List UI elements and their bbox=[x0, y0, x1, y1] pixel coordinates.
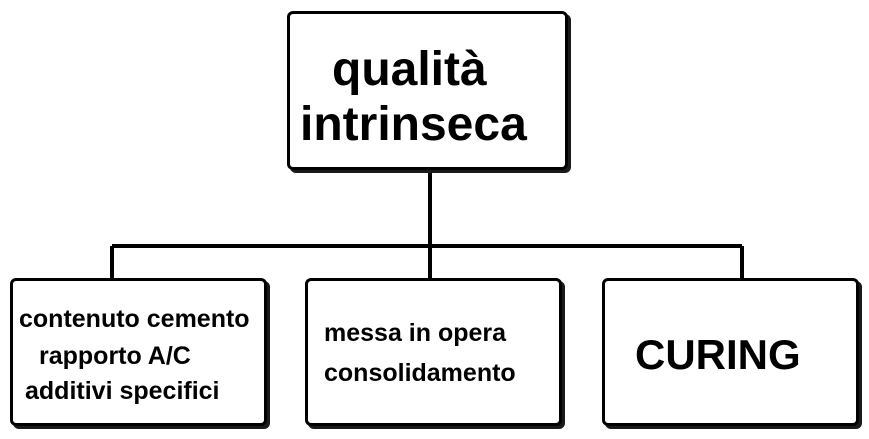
child-node-materials-line-1: contenuto cemento bbox=[19, 305, 250, 333]
root-node-line-1: qualità bbox=[332, 43, 487, 96]
child-node-materials-line-2: rapporto A/C bbox=[39, 342, 191, 370]
root-node-line-2: intrinseca bbox=[300, 98, 527, 151]
child-node-materials-line-3: additivi specifici bbox=[25, 377, 220, 405]
child-node-placement: messa in opera consolidamento bbox=[305, 278, 562, 426]
child-node-materials: contenuto cemento rapporto A/C additivi … bbox=[10, 278, 267, 426]
child-node-curing-line-1: CURING bbox=[635, 331, 801, 378]
child-node-curing: CURING bbox=[602, 278, 859, 426]
child-node-placement-line-1: messa in opera bbox=[324, 319, 507, 347]
root-node-qualita-intrinseca: qualità intrinseca bbox=[287, 11, 568, 170]
child-node-placement-line-2: consolidamento bbox=[324, 359, 516, 387]
